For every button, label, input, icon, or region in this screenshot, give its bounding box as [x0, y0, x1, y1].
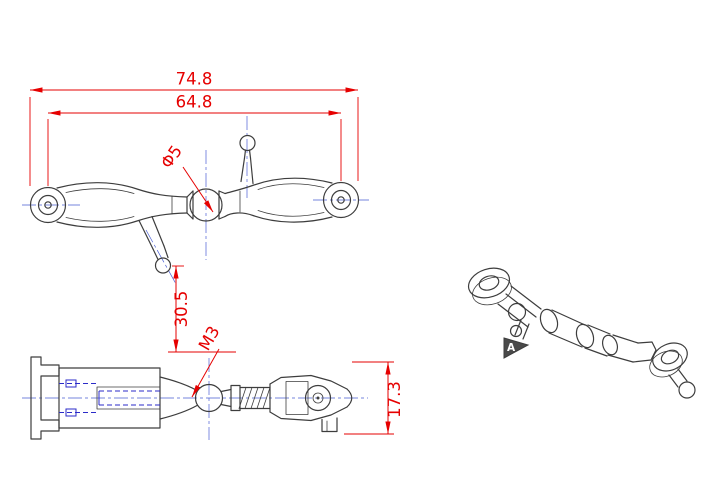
- left-eye: [29, 186, 67, 224]
- dim-text-thread-spec: M3: [195, 323, 224, 354]
- upper-ball-stud: [239, 134, 256, 185]
- section-view: [22, 356, 368, 440]
- dim-end-height: 17.3: [344, 361, 404, 435]
- iso-left-clevis: [497, 285, 542, 328]
- iso-shaft: [539, 308, 657, 363]
- dim-center-distance: 64.8: [47, 93, 342, 186]
- centerline-lower-stud: [145, 229, 177, 285]
- view-flag-label: A: [507, 342, 516, 354]
- left-arm: [56, 182, 188, 228]
- upper-ball: [239, 134, 256, 152]
- dim-text-stud-drop: 30.5: [172, 291, 191, 328]
- iso-right-eye: [649, 342, 688, 378]
- dim-text-end-height: 17.3: [385, 381, 404, 418]
- dim-overall-length: 74.8: [29, 70, 359, 186]
- iso-right-ball: [678, 381, 696, 399]
- ball-collar: [220, 384, 241, 412]
- dim-ball-diameter: Φ5: [157, 142, 214, 213]
- clevis-ball: [304, 384, 332, 412]
- iso-stud-ball: [509, 324, 523, 338]
- iso-flag-stud: A: [503, 319, 530, 359]
- turnbuckle-body: [58, 367, 161, 429]
- thread-insert-top: [65, 379, 77, 388]
- right-clevis: [269, 374, 353, 433]
- dim-text-center-distance: 64.8: [176, 93, 213, 112]
- iso-left-eye: [467, 267, 512, 306]
- section-ball: [194, 383, 224, 413]
- lower-ball-stud: [138, 215, 172, 274]
- clevis-tab: [321, 417, 338, 433]
- lower-ball: [154, 257, 172, 274]
- left-fork: [30, 356, 60, 440]
- center-barrel: [186, 188, 226, 222]
- right-arm: [224, 177, 333, 223]
- dim-stud-drop: 30.5: [168, 265, 236, 353]
- view-flag: [503, 337, 530, 359]
- dim-text-overall-length: 74.8: [176, 70, 213, 89]
- top-view: [22, 116, 369, 285]
- iso-right-ball-stud: [668, 368, 696, 399]
- threaded-shaft: [238, 386, 271, 410]
- thread-insert-bottom: [65, 408, 77, 417]
- iso-link-ball: [507, 302, 527, 322]
- dim-thread-spec: M3: [191, 323, 224, 398]
- dimension-annotations: 74.8 64.8 Φ5 30.5 M3 17.3: [29, 70, 404, 435]
- dim-text-ball-diameter: Φ5: [157, 142, 186, 172]
- right-eye: [322, 181, 360, 219]
- barrel-ball: [189, 188, 223, 222]
- isometric-view: A: [467, 267, 696, 399]
